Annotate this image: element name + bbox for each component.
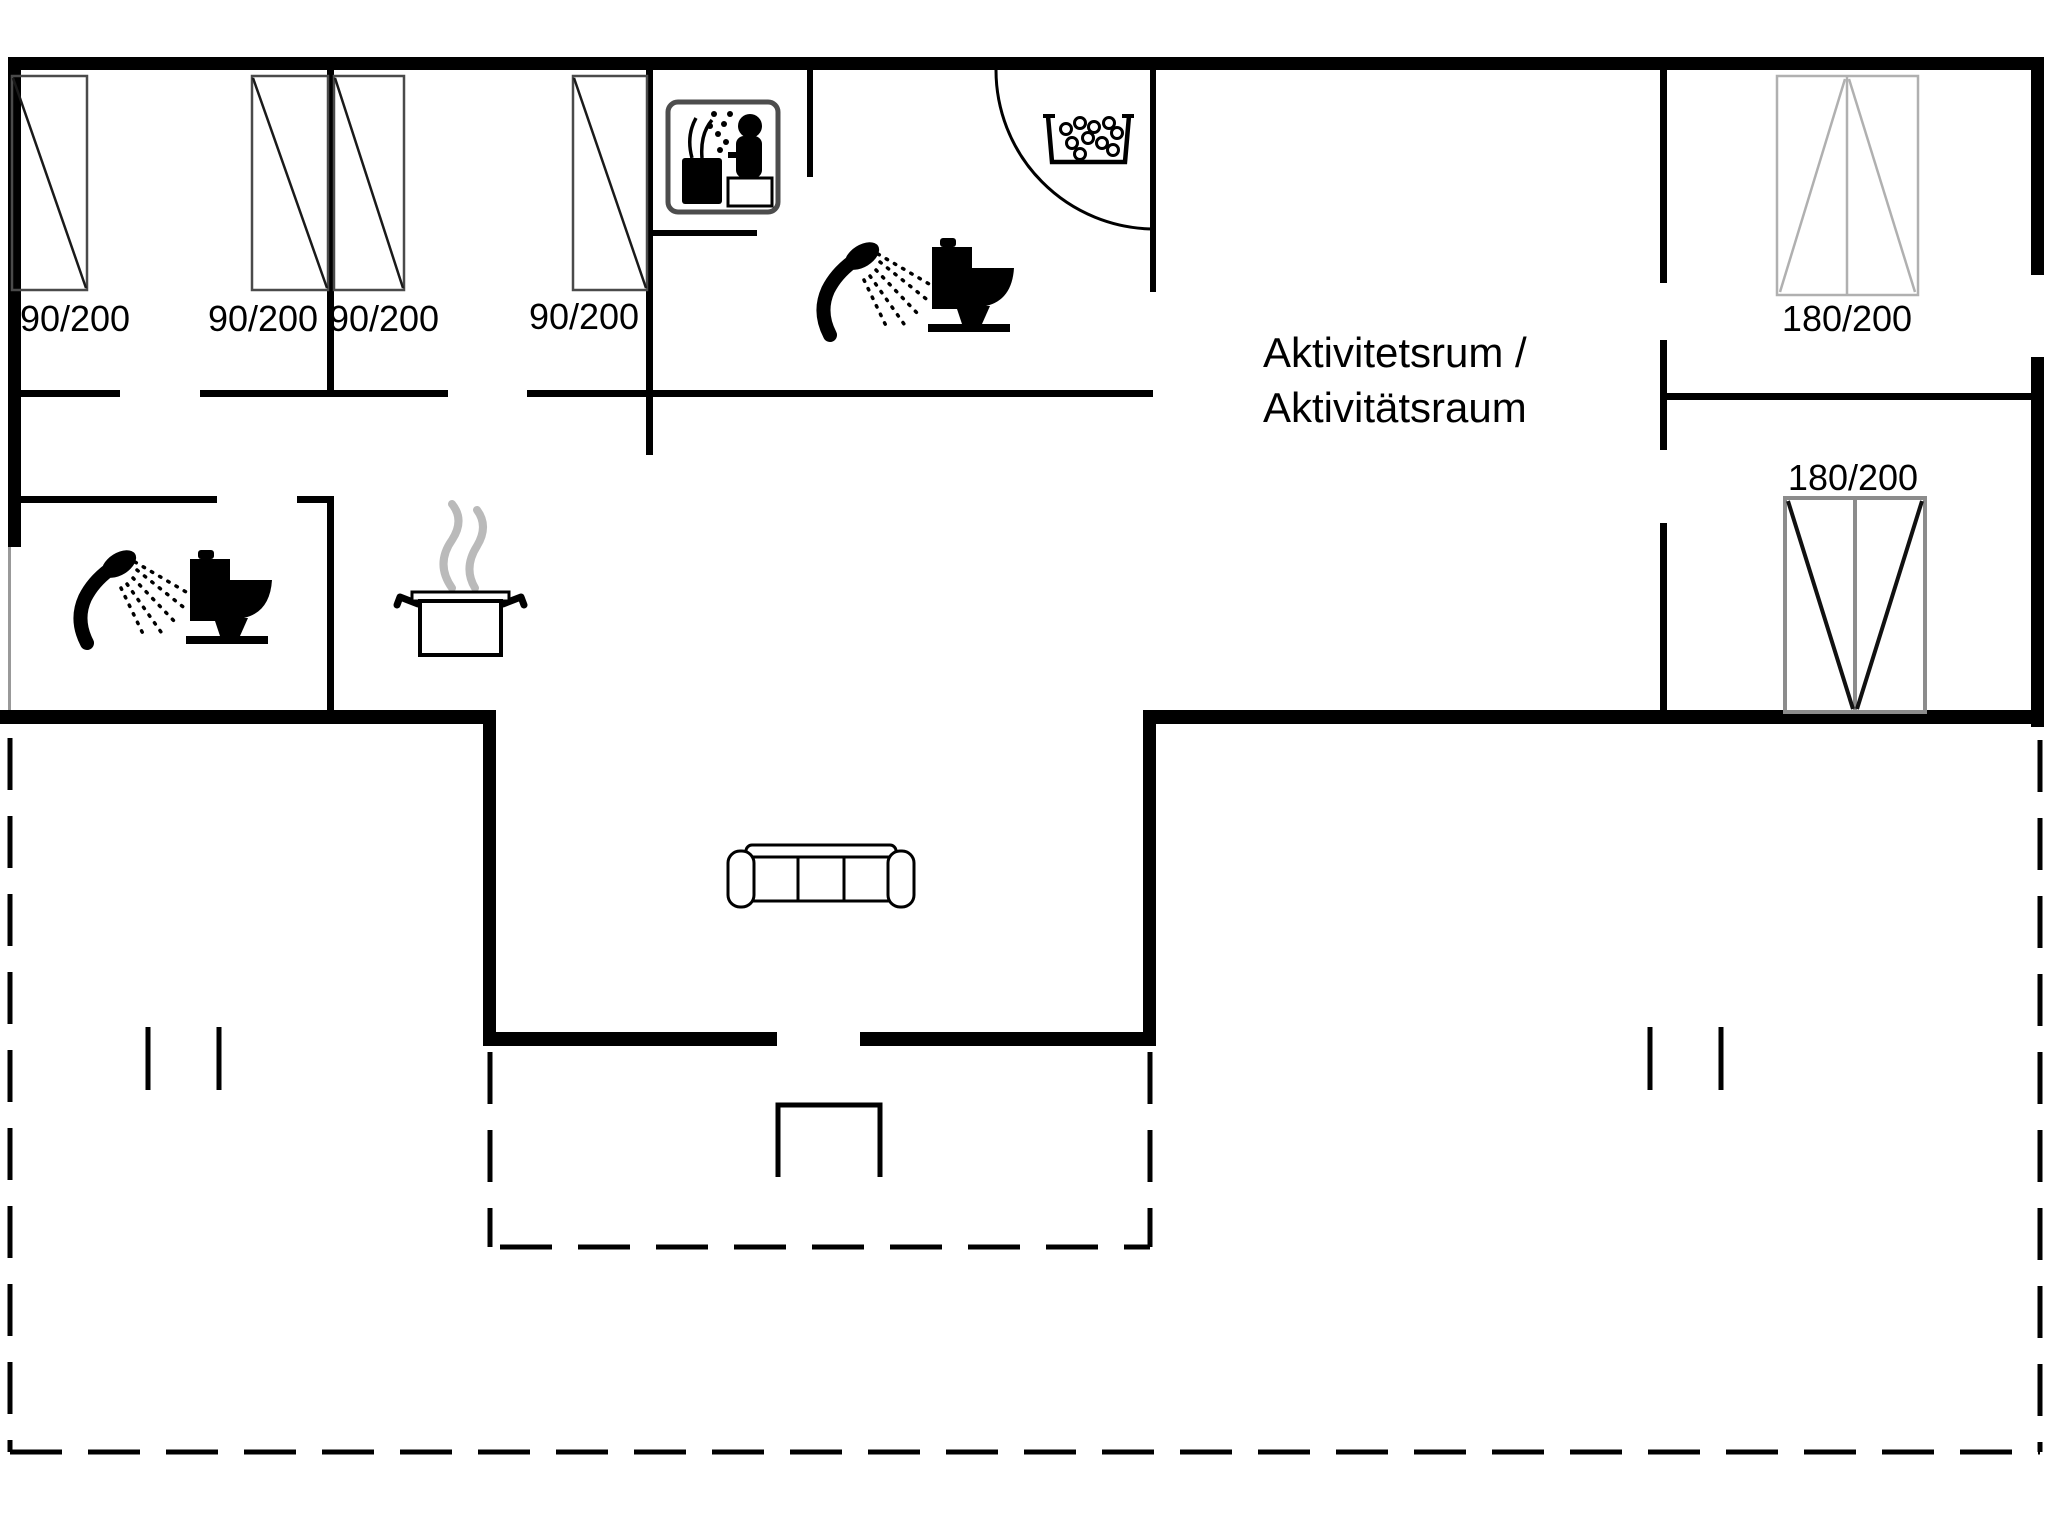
wall-segment: [14, 390, 120, 397]
bed-icon: [250, 74, 330, 292]
shower-icon: [73, 550, 195, 650]
wall-segment: [483, 1032, 777, 1046]
double-bed-gray: [1775, 74, 1920, 297]
bed-size-label: 90/200: [529, 296, 639, 337]
wall-segment: [2031, 357, 2044, 727]
steam-icon: [439, 500, 487, 592]
sauna-icon: [665, 99, 781, 215]
wall-segment: [327, 57, 334, 397]
shower-icon: [816, 242, 938, 342]
wall-segment: [8, 57, 2044, 70]
terrace-posts: [145, 1027, 1724, 1090]
whirlpool-icon: [1043, 114, 1134, 165]
wall-segment: [646, 397, 653, 455]
bed-icon: [571, 74, 649, 292]
wall-segment: [200, 390, 448, 397]
single-beds: [10, 74, 649, 292]
bed-size-label: 90/200: [20, 298, 130, 339]
bed-size-label: 90/200: [329, 298, 439, 339]
wall-segment: [650, 230, 757, 236]
thick-interior-walls: [0, 710, 2044, 1046]
cooking-pot-icon: [393, 500, 528, 657]
bed-size-label: 180/200: [1782, 298, 1912, 339]
window-line: [8, 547, 11, 710]
wall-segment: [527, 390, 1153, 397]
wall-segment: [1143, 710, 1156, 1046]
bed-size-label: 180/200: [1788, 457, 1918, 498]
toilet-icon: [186, 550, 272, 644]
room-name-label: Aktivitätsraum: [1263, 384, 1527, 431]
wall-segment: [0, 710, 495, 724]
sofa-icon: [726, 843, 916, 909]
bed-icon: [10, 74, 89, 292]
double-bed: [1783, 496, 1927, 714]
toilet-icon: [928, 238, 1014, 332]
terrace-outline: [7, 738, 2043, 1455]
wall-segment: [1660, 57, 1667, 283]
wall-segment: [807, 57, 813, 177]
bed-size-label: 90/200: [208, 298, 318, 339]
wall-segment: [646, 57, 653, 397]
wall-segment: [297, 496, 334, 503]
interior-walls: [14, 57, 2033, 714]
wall-segment: [860, 1032, 1156, 1046]
room-name-label: Aktivitetsrum /: [1263, 329, 1527, 376]
wall-segment: [14, 496, 217, 503]
wall-segment: [1150, 64, 1156, 292]
wall-segment: [1660, 523, 1667, 713]
door-swing-arc: [994, 69, 1154, 231]
labels: 90/200 90/200 90/200 90/200 180/200 180/…: [20, 296, 1918, 498]
wall-segment: [1663, 393, 2033, 400]
wall-segment: [327, 496, 334, 714]
wall-segment: [2031, 57, 2044, 275]
wall-segment: [483, 710, 496, 1046]
bed-icon: [332, 74, 406, 292]
terrace-door-mark: [775, 1102, 883, 1177]
